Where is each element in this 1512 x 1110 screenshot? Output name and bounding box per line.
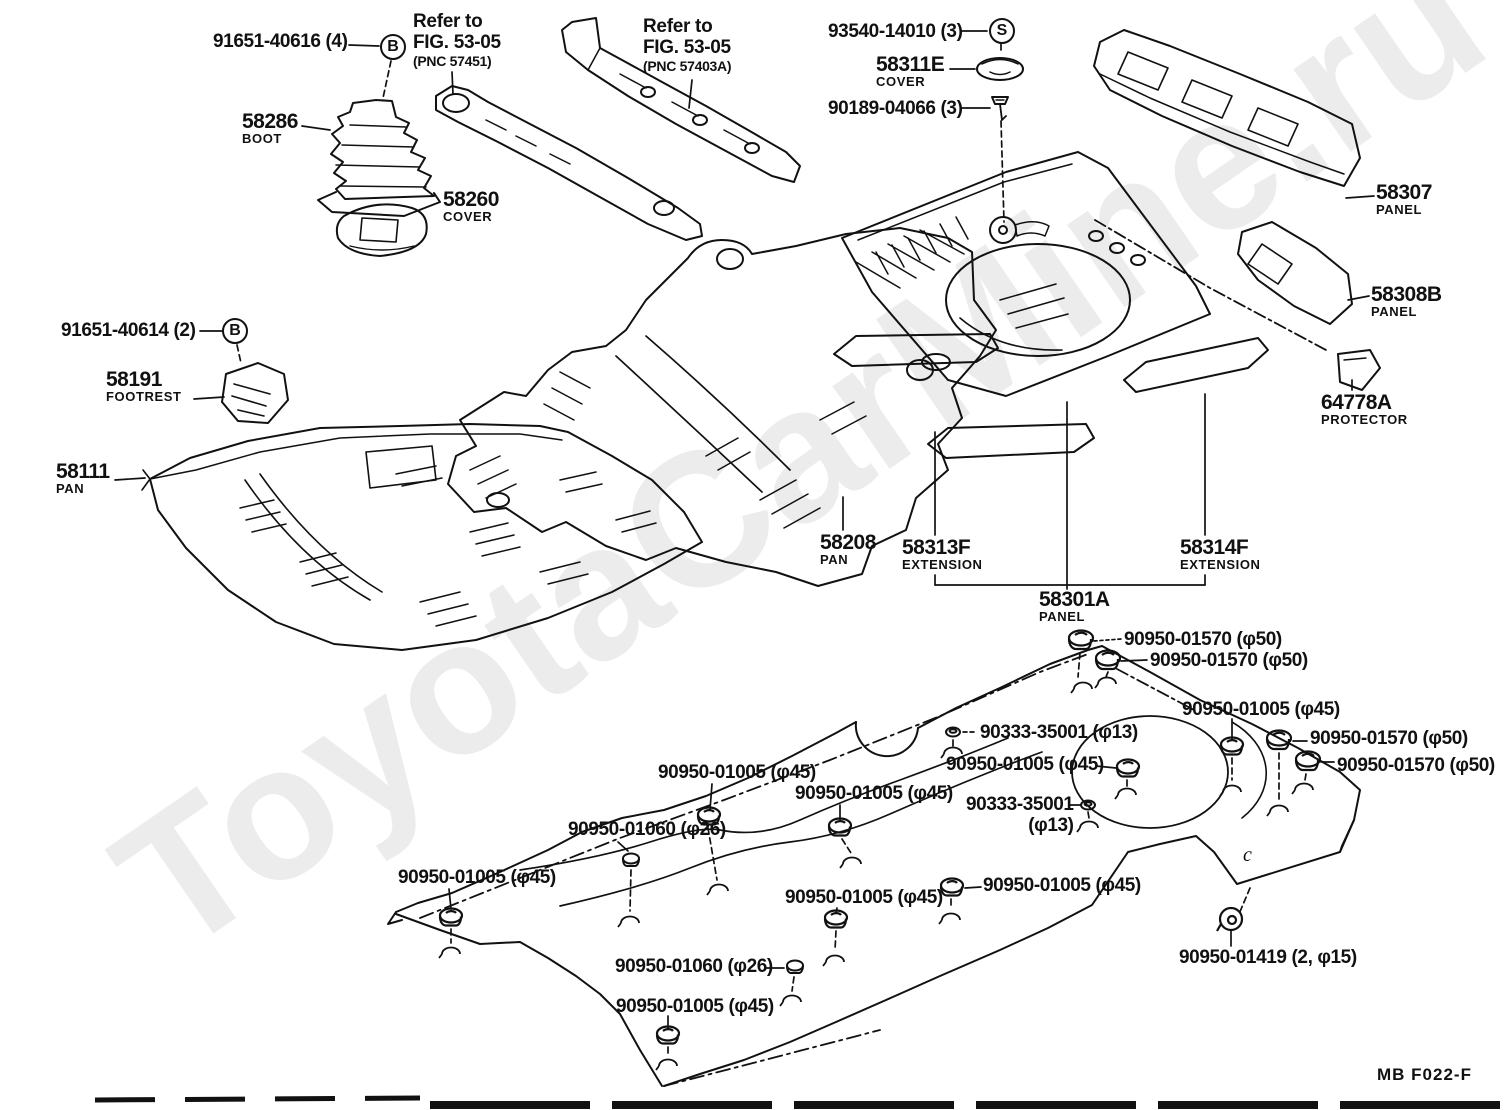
dashed-lines bbox=[236, 43, 1307, 1056]
ref-fig-53-05-57403A: Refer to FIG. 53-05 (PNC 57403A) bbox=[643, 16, 732, 75]
label-64778A: 64778A PROTECTOR bbox=[1321, 392, 1408, 427]
callout-93540-14010: 93540-14010 (3) bbox=[828, 21, 963, 42]
ref-line1: Refer to bbox=[643, 16, 713, 37]
part-name: PANEL bbox=[1376, 202, 1423, 217]
callout-90950-01060-1: 90950-01060 (φ26) bbox=[568, 819, 726, 840]
part-name: FOOTREST bbox=[106, 389, 182, 404]
part-name: EXTENSION bbox=[902, 557, 983, 572]
part-name: COVER bbox=[443, 209, 493, 224]
label-58286: 58286 BOOT bbox=[242, 111, 298, 146]
ref-line2: FIG. 53-05 bbox=[413, 31, 501, 53]
callout-90950-01005-3: 90950-01005 (φ45) bbox=[658, 762, 816, 783]
part-name: PANEL bbox=[1371, 304, 1418, 319]
part-name: COVER bbox=[876, 74, 926, 89]
part-number: 58111 bbox=[56, 460, 110, 483]
part-drawing-extension-58313F bbox=[833, 333, 999, 367]
ref-line1: Refer to bbox=[413, 11, 483, 32]
part-number: 58301A bbox=[1039, 588, 1110, 611]
part-drawing-protector bbox=[1337, 349, 1381, 391]
marker-b-icon: B bbox=[380, 34, 406, 60]
callout-90333-35001-2: 90333-35001 (φ13) bbox=[966, 794, 1074, 836]
figure-code: MB F022-F bbox=[1377, 1065, 1472, 1084]
part-name: PAN bbox=[56, 481, 85, 496]
part-drawing-rail bbox=[561, 17, 801, 183]
label-58308B: 58308B PANEL bbox=[1371, 284, 1442, 319]
part-number: 58314F bbox=[1180, 536, 1249, 559]
callout-90333-35001-1: 90333-35001 (φ13) bbox=[980, 722, 1138, 743]
part-drawing-back-panel-58308B bbox=[1237, 221, 1353, 325]
part-number: 58313F bbox=[902, 536, 971, 559]
part-number: 58260 bbox=[443, 188, 499, 211]
part-name: PANEL bbox=[1039, 609, 1086, 624]
callout-91651-40616: 91651-40616 (4) bbox=[213, 31, 348, 52]
callout-line1: 90333-35001 bbox=[966, 794, 1074, 815]
part-drawing-back-panel-58307 bbox=[1093, 29, 1361, 187]
callout-91651-40614: 91651-40614 (2) bbox=[61, 320, 196, 341]
callout-line2: (φ13) bbox=[1028, 814, 1074, 836]
label-58191: 58191 FOOTREST bbox=[106, 369, 182, 404]
marker-s-icon: S bbox=[989, 18, 1015, 44]
callout-90950-01005-2: 90950-01005 (φ45) bbox=[946, 754, 1104, 775]
label-58301A: 58301A PANEL bbox=[1039, 589, 1110, 624]
part-drawing-rear-floor-panel bbox=[841, 151, 1211, 397]
part-drawing-footrest bbox=[221, 362, 289, 424]
ref-pnc: (PNC 57403A) bbox=[643, 58, 732, 75]
callout-90950-01570-3: 90950-01570 (φ50) bbox=[1310, 728, 1468, 749]
part-drawing-boot bbox=[330, 99, 435, 200]
callout-90950-01570-2: 90950-01570 (φ50) bbox=[1150, 650, 1308, 671]
callout-90950-01060-2: 90950-01060 (φ26) bbox=[615, 956, 773, 977]
label-58111: 58111 PAN bbox=[56, 461, 110, 496]
part-name: EXTENSION bbox=[1180, 557, 1261, 572]
part-drawing-cover-58311E bbox=[976, 57, 1024, 81]
ref-line2: FIG. 53-05 bbox=[643, 36, 731, 58]
part-number: 58311E bbox=[876, 53, 945, 76]
callout-90950-01570-1: 90950-01570 (φ50) bbox=[1124, 629, 1282, 650]
part-drawing-center-pan bbox=[447, 227, 997, 587]
marker-b2-icon: B bbox=[222, 318, 248, 344]
label-58208: 58208 PAN bbox=[820, 532, 876, 567]
part-name: PAN bbox=[820, 552, 849, 567]
callout-90950-01005-1: 90950-01005 (φ45) bbox=[1182, 699, 1340, 720]
label-58314F: 58314F EXTENSION bbox=[1180, 537, 1261, 572]
part-number: 58307 bbox=[1376, 181, 1432, 204]
part-number: 58191 bbox=[106, 368, 162, 391]
ref-pnc: (PNC 57451) bbox=[413, 53, 492, 70]
part-drawing-strip-lower bbox=[927, 423, 1095, 459]
callout-90950-01005-4: 90950-01005 (φ45) bbox=[795, 783, 953, 804]
callout-90189-04066: 90189-04066 (3) bbox=[828, 98, 963, 119]
callout-90950-01570-4: 90950-01570 (φ50) bbox=[1337, 755, 1495, 776]
label-58313F: 58313F EXTENSION bbox=[902, 537, 983, 572]
part-name: PROTECTOR bbox=[1321, 412, 1408, 427]
ref-fig-53-05-57451: Refer to FIG. 53-05 (PNC 57451) bbox=[413, 11, 501, 70]
leader-lines bbox=[114, 30, 1375, 1029]
callout-90950-01005-6: 90950-01005 (φ45) bbox=[785, 887, 943, 908]
label-58311E: 58311E COVER bbox=[876, 53, 945, 89]
part-name: BOOT bbox=[242, 131, 282, 146]
part-number: 64778A bbox=[1321, 391, 1392, 414]
part-drawing-front-pan bbox=[149, 423, 703, 651]
fastener-glyphs bbox=[438, 629, 1322, 1071]
body-letter-c: c bbox=[1243, 844, 1252, 866]
part-number: 58208 bbox=[820, 531, 876, 554]
callout-90950-01005-8: 90950-01005 (φ45) bbox=[616, 996, 774, 1017]
part-drawing-crossmember bbox=[435, 85, 703, 241]
screw-icon bbox=[991, 96, 1009, 121]
part-drawing-cover-58260 bbox=[335, 203, 428, 257]
part-drawing-extension-58314F bbox=[1123, 337, 1269, 393]
part-number: 58286 bbox=[242, 110, 298, 133]
part-number: 58308B bbox=[1371, 283, 1442, 306]
callout-90950-01005-5: 90950-01005 (φ45) bbox=[398, 867, 556, 888]
callout-90950-01005-7: 90950-01005 (φ45) bbox=[983, 875, 1141, 896]
label-58260: 58260 COVER bbox=[443, 189, 499, 224]
label-58307: 58307 PANEL bbox=[1376, 182, 1432, 217]
callout-90950-01419: 90950-01419 (2, φ15) bbox=[1179, 947, 1357, 968]
